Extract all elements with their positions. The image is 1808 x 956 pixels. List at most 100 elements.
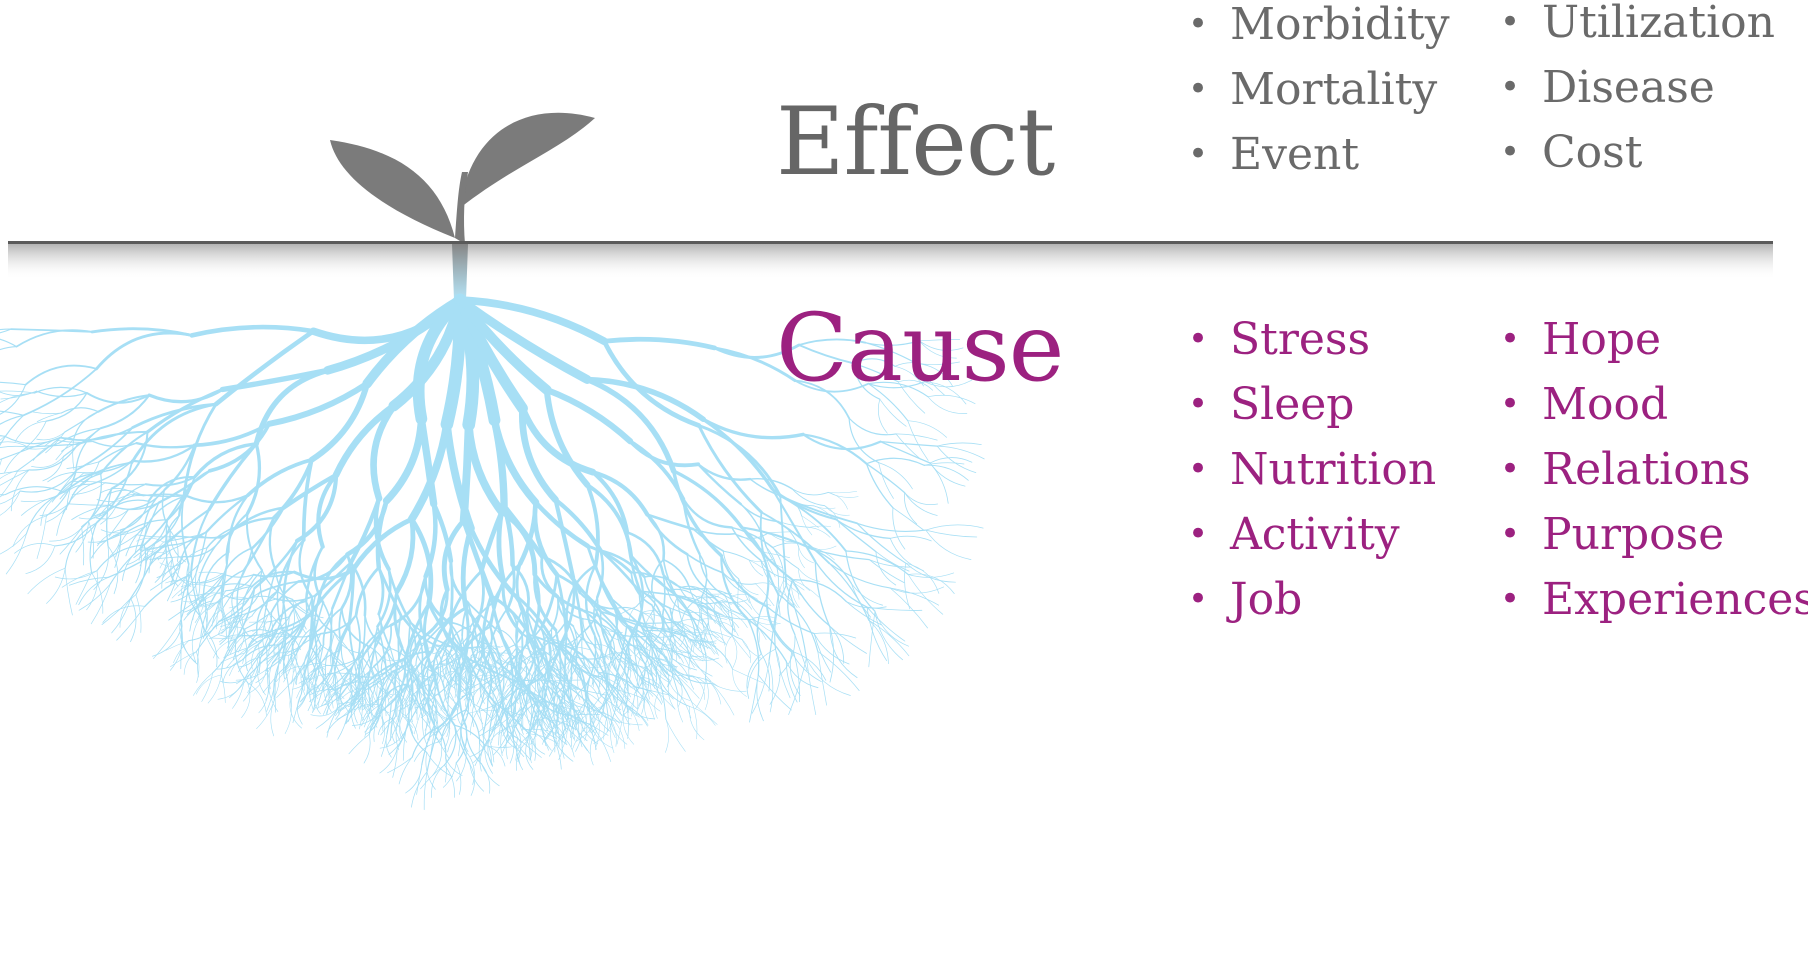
root-branch — [930, 463, 965, 486]
root-branch — [17, 330, 93, 347]
effect-heading: Effect — [776, 96, 1054, 190]
root-branch — [195, 444, 257, 477]
root-branch — [604, 339, 714, 348]
root-branch — [857, 523, 926, 531]
root-branch — [97, 545, 144, 571]
root-branch — [937, 443, 981, 446]
root-branch — [905, 493, 938, 516]
root-branch — [893, 508, 905, 549]
cause-item: •Relations — [1500, 437, 1808, 502]
root-branch — [267, 647, 268, 683]
root-branch — [830, 626, 867, 654]
root-branch — [433, 742, 442, 776]
root-branch — [222, 370, 327, 389]
root-branch — [904, 493, 916, 524]
root-branch — [444, 765, 454, 797]
root-branch — [397, 519, 413, 592]
root-branch — [646, 696, 655, 719]
root-branch — [257, 700, 275, 729]
bullet-icon: • — [1188, 307, 1230, 372]
root-branch — [725, 636, 732, 664]
root-branch — [814, 633, 856, 638]
root-branch — [0, 327, 11, 335]
root-branch — [202, 673, 213, 702]
root-branch — [482, 764, 500, 786]
root-branch — [258, 666, 266, 695]
bullet-icon: • — [1500, 120, 1542, 185]
root-branch — [761, 654, 769, 691]
root-branch — [828, 492, 847, 509]
cause-item: •Activity — [1188, 502, 1436, 567]
root-branch — [732, 636, 737, 668]
root-branch — [672, 658, 697, 670]
root-branch — [723, 551, 749, 560]
root-branch — [772, 489, 815, 561]
root-branch — [930, 463, 948, 503]
root-branch — [46, 393, 87, 421]
root-branch — [46, 432, 65, 453]
root-branch — [867, 458, 925, 465]
root-branch — [908, 573, 954, 577]
bullet-icon: • — [1188, 502, 1230, 567]
bullet-icon: • — [1188, 122, 1230, 187]
bullet-icon: • — [1188, 0, 1230, 57]
root-branch — [364, 734, 370, 763]
root-branch — [683, 499, 731, 527]
effect-item: •Event — [1188, 122, 1450, 187]
bullet-icon: • — [1188, 57, 1230, 122]
ground-shadow — [8, 244, 1773, 280]
effect-list-column-2: •Utilization •Disease •Cost — [1500, 0, 1775, 185]
root-branch — [707, 589, 729, 610]
root-branch — [896, 434, 937, 440]
cause-item: •Mood — [1500, 372, 1808, 437]
root-branch — [73, 439, 74, 470]
effect-item: •Mortality — [1188, 57, 1450, 122]
root-branch — [153, 622, 180, 659]
root-branch — [379, 568, 383, 615]
root-branch — [336, 406, 394, 475]
root-branch — [659, 693, 676, 709]
root-branch — [26, 366, 97, 385]
root-branch — [818, 651, 827, 705]
effect-item: •Cost — [1500, 120, 1775, 185]
root-branch — [216, 331, 313, 404]
root-branch — [828, 492, 858, 497]
root-branch — [255, 541, 298, 589]
root-branch — [477, 684, 481, 705]
sprout-stem-icon — [455, 172, 468, 244]
root-branch — [692, 702, 717, 724]
root-branch — [424, 772, 427, 810]
cause-item: •Sleep — [1188, 372, 1436, 437]
root-branch — [431, 765, 444, 798]
root-branch — [809, 526, 831, 527]
root-branch — [61, 408, 98, 413]
root-branch — [388, 757, 413, 773]
root-branch — [869, 560, 911, 567]
root-branch — [28, 568, 65, 594]
root-branch — [445, 758, 446, 782]
root-branch — [387, 419, 422, 501]
root-branch — [472, 704, 474, 727]
root-branch — [47, 568, 66, 603]
effect-item: •Disease — [1500, 55, 1775, 120]
bullet-icon: • — [1188, 567, 1230, 632]
root-branch — [349, 734, 369, 753]
root-branch — [608, 714, 615, 737]
bullet-icon: • — [1500, 0, 1542, 55]
root-branch — [192, 327, 313, 335]
root-branch — [749, 560, 763, 576]
root-branch — [464, 425, 469, 521]
root-branch — [926, 530, 977, 537]
root-branch — [926, 525, 983, 530]
root-branch — [112, 432, 148, 489]
root-branch — [712, 683, 746, 691]
root-branch — [37, 432, 65, 440]
root-branch — [793, 580, 847, 602]
root-branch — [937, 446, 984, 459]
root-branch — [0, 382, 26, 385]
root-branch — [0, 415, 24, 475]
root-branch — [356, 568, 379, 616]
root-branch — [131, 598, 137, 641]
root-branch — [893, 508, 924, 531]
root-branch — [349, 623, 354, 662]
